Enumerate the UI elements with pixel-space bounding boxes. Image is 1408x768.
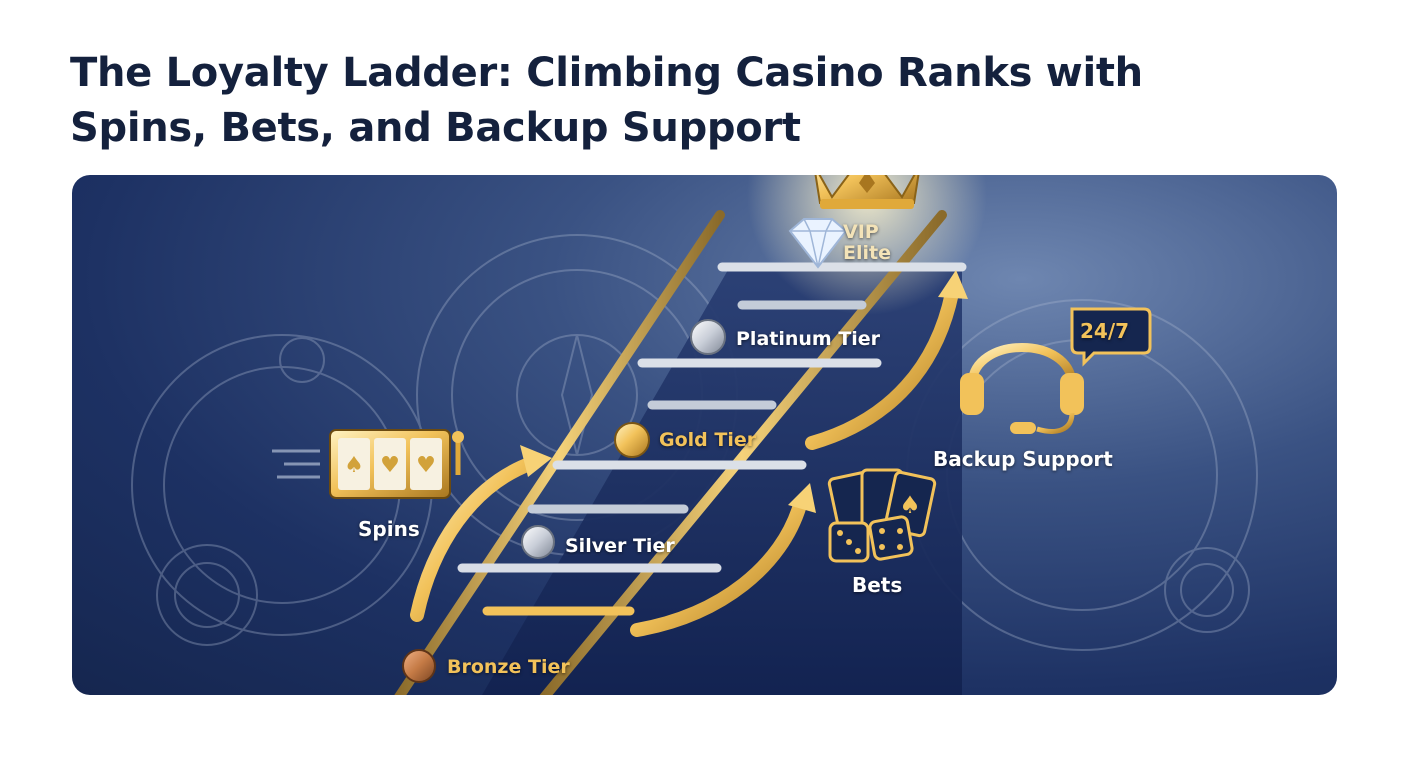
tier-label-elite: Elite xyxy=(843,242,891,264)
headset-icon xyxy=(960,343,1084,434)
svg-text:♠: ♠ xyxy=(899,491,921,519)
loyalty-ladder-art: ♠ ♥ ♥ ♠ xyxy=(131,175,1258,695)
svg-text:♠: ♠ xyxy=(344,453,364,478)
platinum-coin-icon xyxy=(690,319,726,355)
loyalty-illustration-panel: ♠ ♥ ♥ ♠ xyxy=(72,175,1337,695)
casino-chip-left-icon xyxy=(156,544,258,646)
svg-text:♥: ♥ xyxy=(416,453,436,478)
tier-label-vip: VIP xyxy=(843,221,879,243)
tier-label-vip-elite: VIP Elite xyxy=(843,222,891,264)
diamond-icon xyxy=(788,218,848,269)
backup-support-label: Backup Support xyxy=(933,447,1113,471)
slot-machine-icon: ♠ ♥ ♥ xyxy=(272,429,464,499)
bets-arrow-icon xyxy=(630,498,807,637)
ladder-right-rail xyxy=(539,210,947,695)
ladder-left-rail xyxy=(394,210,725,695)
gold-coin-icon xyxy=(614,422,650,458)
support-24-7-badge xyxy=(1070,307,1152,367)
silver-coin-icon xyxy=(521,525,555,559)
spins-label: Spins xyxy=(358,517,420,541)
casino-chip-right-icon xyxy=(1164,547,1250,633)
spins-arrow-icon xyxy=(410,456,539,622)
tier-label-bronze: Bronze Tier xyxy=(447,656,570,678)
tier-label-platinum: Platinum Tier xyxy=(736,328,881,350)
tier-label-silver: Silver Tier xyxy=(565,535,675,557)
support-arrow-icon xyxy=(805,286,959,450)
crown-icon xyxy=(814,175,920,209)
bronze-coin-icon xyxy=(402,649,436,683)
bets-label: Bets xyxy=(852,573,903,597)
support-24-7-text: 24/7 xyxy=(1080,319,1130,343)
cards-dice-icon: ♠ xyxy=(827,468,937,563)
svg-text:♥: ♥ xyxy=(380,453,400,478)
tier-label-gold: Gold Tier xyxy=(659,429,757,451)
page-title: The Loyalty Ladder: Climbing Casino Rank… xyxy=(70,50,1143,151)
